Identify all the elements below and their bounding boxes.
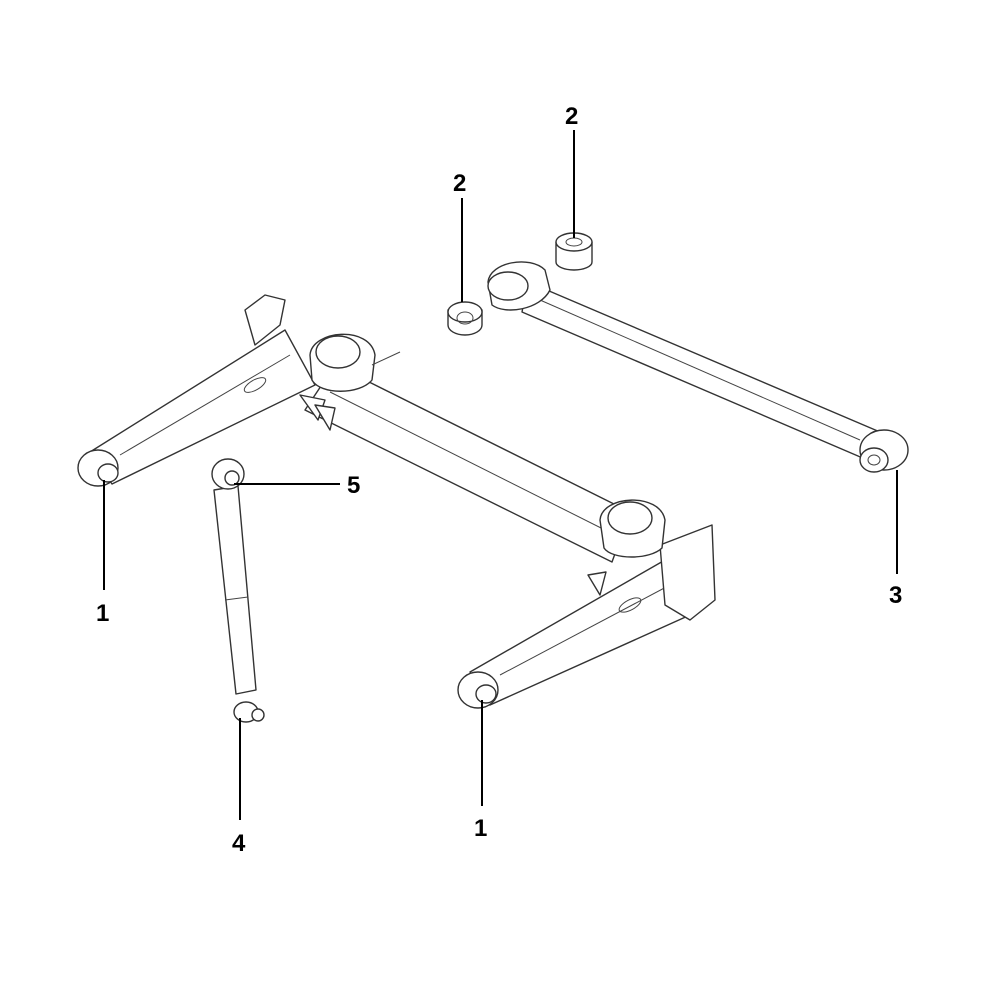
callout-2b: 2 — [565, 103, 578, 130]
callout-5: 5 — [347, 472, 360, 499]
shock-absorber — [211, 458, 265, 723]
callout-4: 4 — [232, 830, 246, 857]
callout-1b: 1 — [474, 815, 487, 842]
callout-3: 3 — [889, 582, 902, 609]
callout-2a: 2 — [453, 170, 466, 197]
callout-1a: 1 — [96, 600, 109, 627]
bushing-upper — [555, 232, 593, 271]
lateral-link-bar — [487, 261, 909, 473]
bushing-lower — [447, 301, 483, 336]
axle-beam — [77, 294, 716, 709]
